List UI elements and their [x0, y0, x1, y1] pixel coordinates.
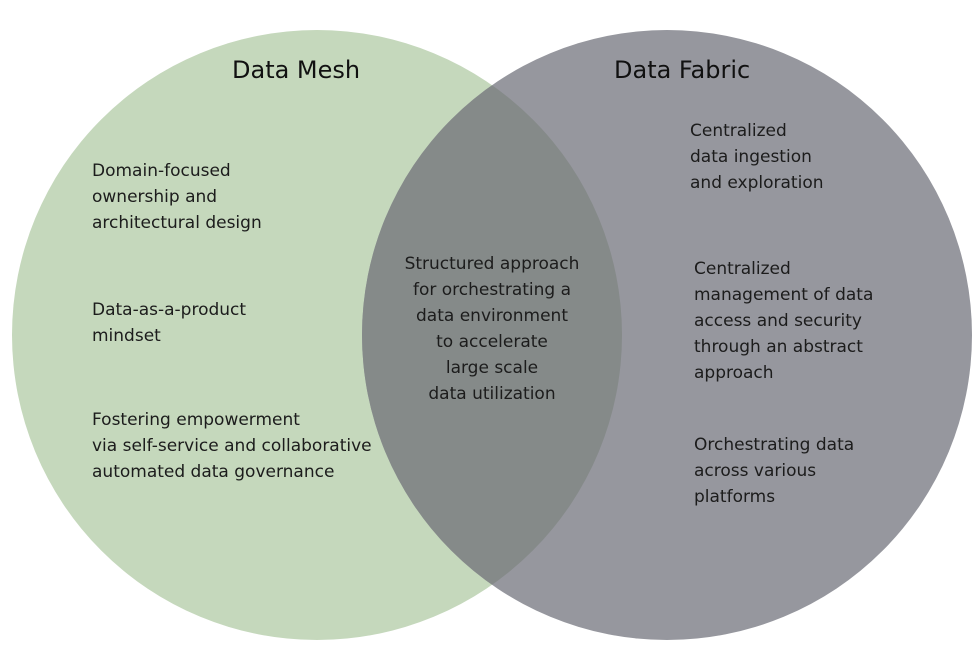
data-fabric-title: Data Fabric	[614, 56, 751, 84]
intersection-text: Structured approach for orchestrating a …	[404, 254, 580, 404]
fabric-item-orchestrating: Orchestrating data across various platfo…	[694, 435, 855, 507]
fabric-item-ingestion: Centralized data ingestion and explorati…	[690, 121, 824, 193]
overlap-region	[362, 30, 622, 640]
mesh-item-data-as-product: Data-as-a-product mindset	[92, 300, 247, 346]
mesh-item-self-service: Fostering empowerment via self-service a…	[92, 410, 372, 482]
fabric-item-access-security: Centralized management of data access an…	[694, 259, 874, 383]
mesh-item-domain-ownership: Domain-focused ownership and architectur…	[92, 161, 262, 233]
data-mesh-title: Data Mesh	[232, 56, 361, 84]
